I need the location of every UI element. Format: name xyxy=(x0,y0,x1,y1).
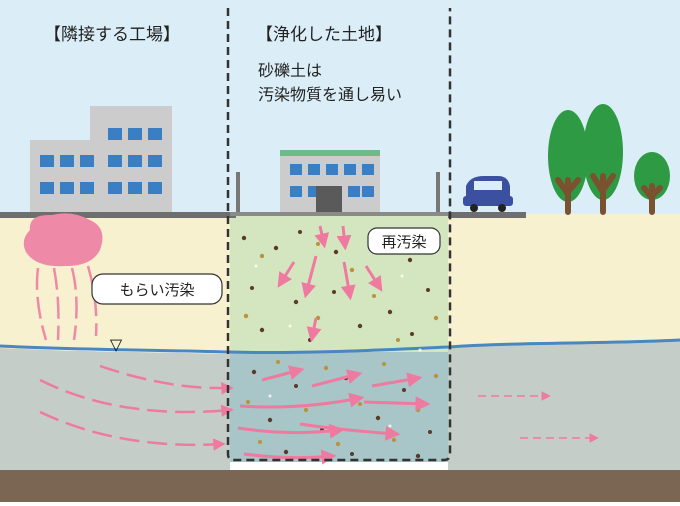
soil-particles xyxy=(241,230,439,459)
remediated-land-label: 【浄化した土地】 xyxy=(256,25,392,45)
water-table-line xyxy=(0,338,680,355)
soil-note-line1: 砂礫土は xyxy=(258,61,322,80)
house-icon xyxy=(236,150,440,212)
car-icon xyxy=(463,176,513,212)
recontamination-label: 再汚染 xyxy=(381,233,426,251)
water-table-symbol: ▽ xyxy=(110,335,123,354)
contamination-plume-icon xyxy=(23,213,103,267)
remediated-land-boundary xyxy=(226,8,452,462)
groundwater-flow-arrows xyxy=(39,364,234,451)
road-surface xyxy=(448,212,526,218)
tree-icon xyxy=(548,104,670,215)
groundwater-layer-left xyxy=(0,348,230,470)
migration-contamination-label: もらい汚染 xyxy=(119,281,194,299)
ground-surface-center xyxy=(230,212,448,216)
groundwater-flow-arrows-site xyxy=(237,365,431,465)
groundwater-layer-right xyxy=(448,340,680,470)
bedrock-layer xyxy=(0,470,680,502)
recontamination-callout xyxy=(367,227,441,255)
factory-icon xyxy=(30,106,172,212)
ground-surface-left xyxy=(0,212,236,218)
recontamination-arrows xyxy=(277,225,383,343)
neighbor-factory-label: 【隣接する工場】 xyxy=(44,25,180,45)
downstream-flow-arrows xyxy=(478,391,599,443)
migration-contamination-callout xyxy=(91,273,223,305)
soil-note-line2: 汚染物質を通し易い xyxy=(258,85,402,104)
